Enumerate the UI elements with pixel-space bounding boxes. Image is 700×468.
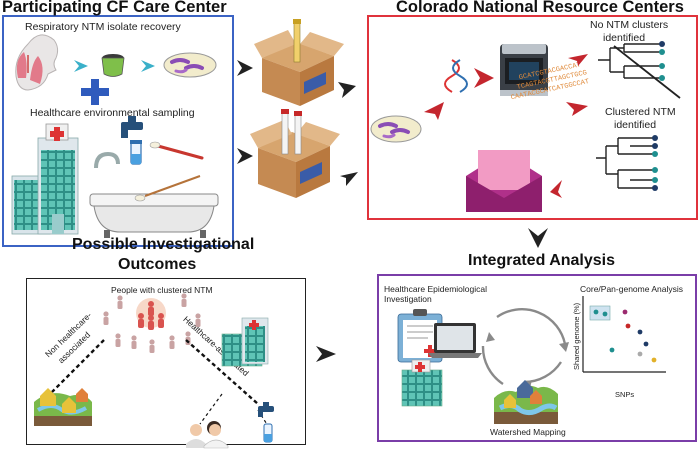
integrated-analysis-title: Integrated Analysis	[468, 252, 616, 269]
hospital-building-icon	[11, 123, 79, 235]
outcomes-title-line1: Possible Investigational	[72, 236, 255, 253]
flow-arrow-icon	[316, 346, 336, 362]
epi-investigation-label-line1: Healthcare Epidemiological	[384, 284, 488, 294]
people-coughing-icon	[186, 421, 229, 449]
epi-investigation-label-line2: Investigation	[384, 294, 432, 304]
national-center-title: Colorado National Resource Centers	[396, 0, 684, 16]
petri-dish-icon	[370, 115, 422, 143]
isolate-recovery-label: Respiratory NTM isolate recovery	[25, 21, 181, 33]
clustered-label-line1: Clustered NTM	[605, 106, 676, 118]
swab-icon	[149, 141, 204, 160]
sample-tube-icon	[130, 140, 142, 165]
healthcare-path	[185, 339, 259, 405]
environmental-sampling-label: Healthcare environmental sampling	[30, 107, 195, 119]
watershed-mapping-label: Watershed Mapping	[490, 427, 566, 437]
patient-lungs-icon	[15, 34, 59, 91]
flow-arrow-icon	[566, 102, 588, 116]
flow-arrow-icon	[568, 54, 588, 66]
bathtub-icon	[89, 151, 219, 238]
cycle-arrows-icon	[481, 308, 567, 386]
plus-icon	[81, 79, 109, 105]
shipping-box-icon	[250, 109, 340, 198]
faucet-icon	[121, 116, 143, 138]
sputum-cup-icon	[101, 54, 125, 77]
arrowhead-icon	[486, 332, 495, 342]
sample-tube-icon	[263, 423, 273, 443]
flow-arrow-icon	[424, 102, 444, 120]
genome-analysis-label: Core/Pan-genome Analysis	[580, 284, 684, 294]
unclustered-tree-icon	[598, 43, 681, 99]
tree-node-icon	[652, 135, 658, 191]
no-clusters-label-line2: identified	[603, 32, 646, 44]
petri-dish-icon	[163, 52, 217, 78]
clustered-label-line2: identified	[614, 119, 657, 131]
shipping-box-icon	[254, 19, 344, 106]
clipboard-icon	[397, 309, 443, 363]
non-healthcare-path	[51, 339, 105, 393]
flow-arrow-icon	[340, 172, 358, 186]
healthcare-path-branch	[199, 393, 223, 425]
people-cluster-icon	[103, 293, 201, 353]
flow-arrow-icon	[74, 60, 88, 72]
faucet-icon	[258, 402, 274, 417]
snps-axis-label: SNPs	[615, 390, 635, 399]
no-clusters-label-line1: No NTM clusters	[590, 19, 669, 31]
genome-scatter-plot	[582, 296, 666, 373]
flow-arrow-icon	[474, 68, 494, 88]
arrowhead-icon	[559, 342, 569, 352]
swab-icon	[134, 175, 201, 202]
laptop-icon	[428, 323, 482, 358]
people-clustered-label: People with clustered NTM	[111, 285, 213, 295]
tree-node-icon	[659, 41, 665, 81]
flow-arrow-icon	[141, 60, 155, 72]
envelope-icon	[466, 150, 542, 212]
flow-arrow-icon	[237, 60, 253, 76]
hospital-building-icon	[401, 359, 443, 407]
hospital-building-icon	[221, 317, 269, 367]
outcomes-title-line2: Outcomes	[118, 256, 197, 273]
flow-arrow-icon	[338, 82, 356, 98]
watershed-map-icon	[494, 380, 558, 424]
clustered-tree-icon	[596, 137, 654, 189]
community-houses-icon	[34, 388, 92, 426]
flow-arrow-icon	[528, 228, 548, 248]
dna-icon	[444, 59, 468, 93]
cf-center-title: Participating CF Care Center	[2, 0, 227, 16]
flow-arrow-icon	[237, 148, 253, 164]
flow-arrow-icon	[550, 180, 562, 198]
sequencer-icon	[500, 44, 548, 96]
